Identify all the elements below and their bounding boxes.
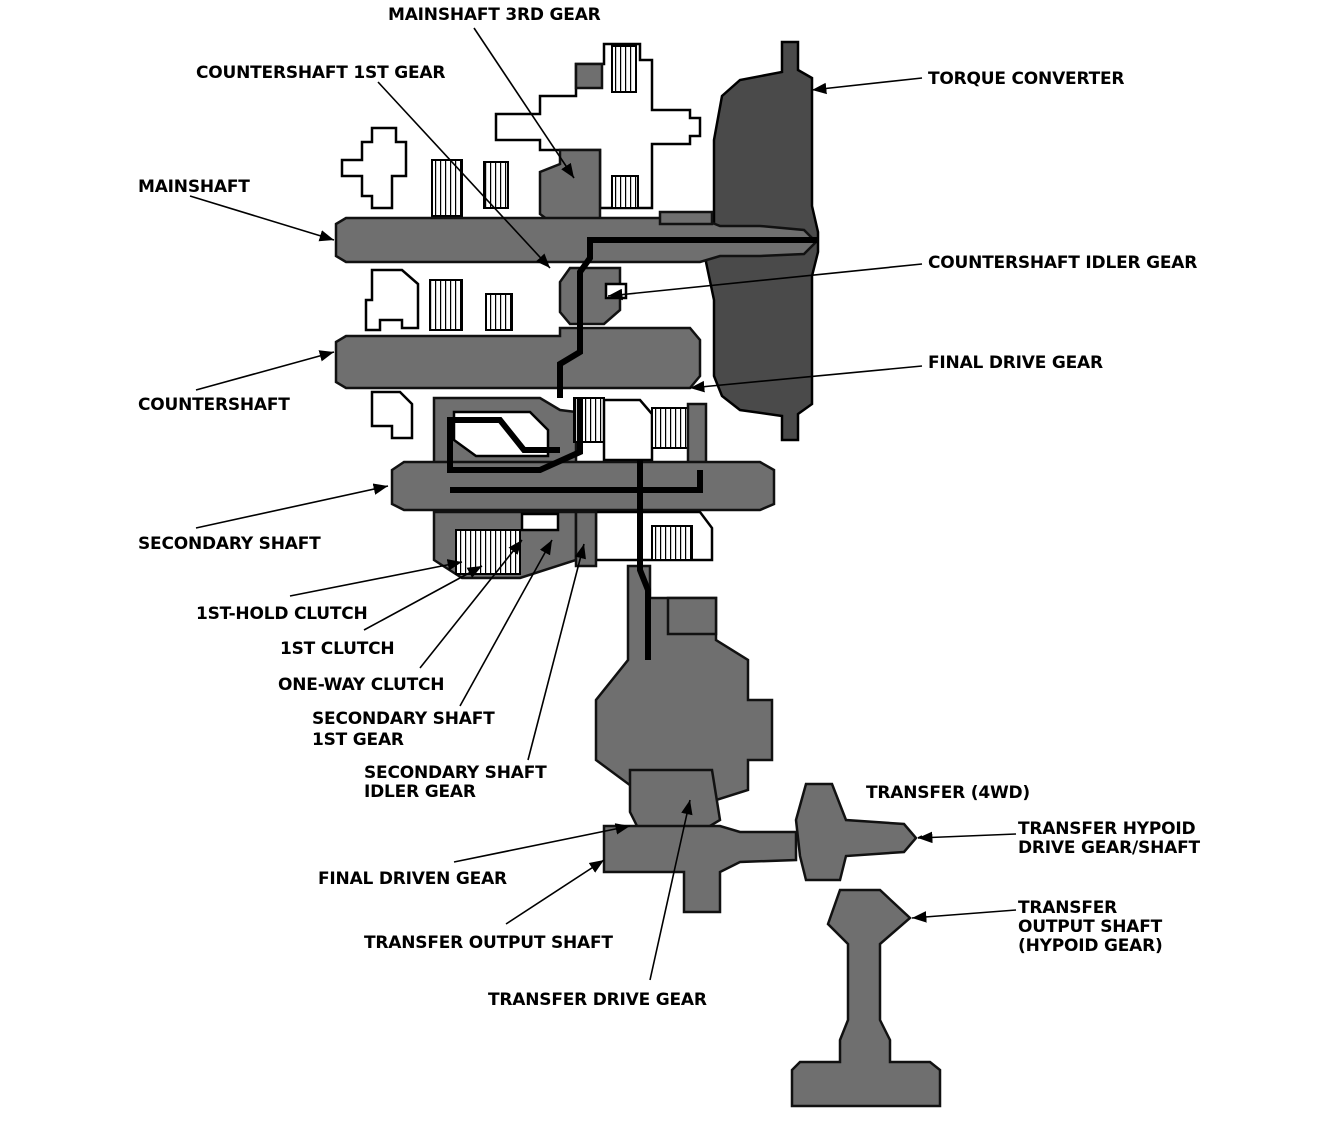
countershaft-left-gear (364, 268, 420, 332)
label-transfer-output-line3: (HYPOID GEAR) (1018, 936, 1163, 956)
upper-piston (574, 62, 604, 90)
label-countershaft-1st-gear: COUNTERSHAFT 1ST GEAR (196, 63, 445, 83)
secondary-right-cavity (602, 398, 654, 462)
label-countershaft-idler-gear: COUNTERSHAFT IDLER GEAR (928, 253, 1197, 273)
secondary-shaft-shape (390, 460, 776, 512)
labels: MAINSHAFT 3RD GEAR COUNTERSHAFT 1ST GEAR… (138, 5, 1201, 1010)
transfer-hypoid-output-shape (790, 888, 942, 1108)
label-transfer-output-shaft: TRANSFER OUTPUT SHAFT (364, 933, 613, 953)
label-transfer-4wd: TRANSFER (4WD) (866, 783, 1030, 803)
label-one-way-clutch: ONE-WAY CLUTCH (278, 675, 444, 695)
secondary-idler-gear-shape (574, 510, 598, 568)
leader-lines (189, 27, 1017, 981)
differential-pinion (666, 596, 718, 636)
label-final-driven-gear: FINAL DRIVEN GEAR (318, 869, 507, 889)
countershaft-shape (334, 326, 702, 390)
label-secondary-shaft-1st-gear-line1: SECONDARY SHAFT (312, 709, 495, 729)
countershaft-clutch-pack (429, 279, 463, 331)
first-hold-clutch-pack (455, 529, 521, 575)
label-secondary-shaft-idler-gear-line1: SECONDARY SHAFT (364, 763, 547, 783)
secondary-right-drum (686, 402, 708, 468)
countershaft-clutch-pack-2 (485, 293, 513, 331)
label-secondary-shaft: SECONDARY SHAFT (138, 534, 321, 554)
upper-clutch-housing (494, 42, 702, 210)
label-countershaft: COUNTERSHAFT (138, 395, 290, 415)
label-transfer-output-line2: OUTPUT SHAFT (1018, 917, 1163, 937)
upper-clutch-pack (611, 45, 637, 93)
countershaft-lower-gear (370, 390, 414, 440)
transfer-output-shaft-shape (602, 824, 798, 914)
label-mainshaft: MAINSHAFT (138, 177, 250, 197)
label-secondary-shaft-1st-gear-line2: 1ST GEAR (312, 730, 404, 750)
label-1st-hold-clutch: 1ST-HOLD CLUTCH (196, 604, 368, 624)
label-transfer-hypoid-line1: TRANSFER HYPOID (1018, 819, 1196, 839)
secondary-right-clutch-pack (651, 407, 689, 449)
upper-clutch-pack-2 (611, 175, 639, 209)
secondary-lower-right-clutch (651, 525, 693, 561)
one-way-clutch-shape (520, 512, 560, 532)
label-transfer-drive-gear: TRANSFER DRIVE GEAR (488, 990, 707, 1010)
power-flow-path (447, 237, 818, 660)
label-transfer-output-line1: TRANSFER (1018, 898, 1117, 918)
mainshaft-clutch-pack (431, 159, 463, 217)
stator-shaft (658, 210, 714, 226)
countershaft-idler-shape (558, 266, 622, 326)
label-mainshaft-3rd-gear: MAINSHAFT 3RD GEAR (388, 5, 601, 25)
final-driven-gear-shape (628, 768, 722, 834)
label-transfer-hypoid-line2: DRIVE GEAR/SHAFT (1018, 838, 1200, 858)
label-1st-clutch: 1ST CLUTCH (280, 639, 394, 659)
transfer-case-shape (794, 782, 918, 882)
label-torque-converter: TORQUE CONVERTER (928, 69, 1124, 89)
label-final-drive-gear: FINAL DRIVE GEAR (928, 353, 1103, 373)
mainshaft-left-gear (340, 126, 408, 210)
label-secondary-shaft-idler-gear-line2: IDLER GEAR (364, 782, 476, 802)
transmission-drawing (334, 40, 942, 1108)
